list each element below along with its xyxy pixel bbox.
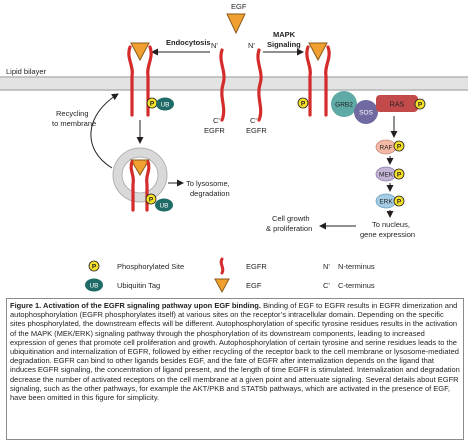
legend-ubiquitin-icon: UB bbox=[85, 278, 103, 292]
legend-egf-icon bbox=[214, 278, 230, 294]
erk-node: ERK bbox=[375, 193, 397, 209]
egfr-left-label: EGFR bbox=[204, 126, 225, 135]
lipid-bilayer-label: Lipid bilayer bbox=[6, 67, 47, 76]
legend-egfr-icon bbox=[219, 257, 225, 275]
lysosome-label-line2: degradation bbox=[190, 189, 230, 198]
egf-top-label: EGF bbox=[231, 2, 247, 11]
endosome-vesicle bbox=[112, 147, 168, 212]
lysosome-label-line1: To lysosome, bbox=[186, 179, 230, 188]
ras-node: RAS bbox=[376, 95, 418, 112]
mek-node: MEK bbox=[375, 166, 397, 182]
egf-endosome-icon bbox=[130, 159, 150, 176]
phosphorylated-site-marker: P bbox=[145, 193, 157, 205]
phosphorylated-site-marker: P bbox=[146, 97, 158, 109]
legend-phosphorylated-icon: P bbox=[88, 260, 100, 272]
legend-egfr-label: EGFR bbox=[246, 262, 267, 271]
svg-text:UB: UB bbox=[160, 102, 169, 109]
legend-egf-label: EGF bbox=[246, 281, 262, 290]
signaling-label: Signaling bbox=[267, 40, 301, 49]
c-terminus-right-label: C' bbox=[250, 116, 257, 125]
svg-text:P: P bbox=[397, 199, 402, 206]
egf-ligand-icon bbox=[226, 13, 246, 35]
egf-left-icon bbox=[130, 42, 150, 62]
ubiquitin-tag-marker: UB bbox=[156, 97, 174, 111]
svg-text:P: P bbox=[92, 264, 97, 271]
n-terminus-left-label: N' bbox=[211, 41, 218, 50]
mapk-label: MAPK bbox=[273, 30, 296, 39]
egfr-right-label: EGFR bbox=[246, 126, 267, 135]
growth-label-line1: Cell growth bbox=[272, 214, 310, 223]
diagram-svg: Lipid bilayer EGF Endocytosis MAPK Signa… bbox=[0, 2, 468, 294]
legend-n-text: N-terminus bbox=[338, 262, 375, 271]
svg-text:RAS: RAS bbox=[390, 102, 405, 109]
legend-c-symbol: C' bbox=[323, 281, 330, 290]
growth-label-line2: & proliferation bbox=[266, 224, 312, 233]
grb2-node: GRB2 bbox=[331, 91, 357, 117]
svg-text:UB: UB bbox=[89, 283, 98, 290]
nucleus-label-line2: gene expression bbox=[360, 230, 415, 239]
svg-text:RAF: RAF bbox=[380, 145, 393, 152]
svg-text:P: P bbox=[301, 101, 306, 108]
recycling-label-line2: to membrane bbox=[52, 119, 96, 128]
n-terminus-right-label: N' bbox=[248, 41, 255, 50]
egfr-dimer-left bbox=[127, 42, 153, 117]
ubiquitin-tag-marker: UB bbox=[155, 198, 173, 212]
phosphorylated-site-marker: P bbox=[393, 168, 405, 180]
svg-text:P: P bbox=[397, 144, 402, 151]
phosphorylated-site-marker: P bbox=[393, 140, 405, 152]
recycling-label-line1: Recycling bbox=[56, 109, 89, 118]
lipid-bilayer bbox=[0, 76, 468, 91]
nucleus-label-line1: To nucleus, bbox=[372, 220, 410, 229]
phosphorylated-site-marker: P bbox=[297, 97, 309, 109]
svg-text:P: P bbox=[397, 172, 402, 179]
svg-text:SOS: SOS bbox=[359, 110, 373, 117]
svg-text:UB: UB bbox=[159, 203, 168, 210]
legend-ubiquitin-label: Ubiquitin Tag bbox=[117, 281, 160, 290]
svg-text:MEK: MEK bbox=[379, 172, 394, 179]
phosphorylated-site-marker: P bbox=[414, 98, 426, 110]
svg-text:P: P bbox=[149, 197, 154, 204]
legend-c-text: C-terminus bbox=[338, 281, 375, 290]
c-terminus-left-label: C' bbox=[213, 116, 220, 125]
svg-text:ERK: ERK bbox=[379, 199, 393, 206]
endocytosis-label: Endocytosis bbox=[166, 38, 211, 47]
figure-caption: Figure 1. Activation of the EGFR signali… bbox=[6, 298, 464, 440]
svg-text:GRB2: GRB2 bbox=[335, 102, 353, 109]
egfr-pathway-diagram: Lipid bilayer EGF Endocytosis MAPK Signa… bbox=[0, 2, 468, 294]
legend-n-symbol: N' bbox=[323, 262, 330, 271]
caption-body: Binding of EGF to EGFR results in EGFR d… bbox=[10, 301, 460, 403]
egf-right-icon bbox=[308, 42, 328, 62]
legend-phosphorylated-label: Phosphorylated Site bbox=[117, 262, 184, 271]
raf-node: RAF bbox=[375, 139, 397, 155]
recycling-arrow bbox=[90, 93, 119, 169]
egfr-dimer-right bbox=[305, 42, 331, 117]
sos-node: SOS bbox=[354, 100, 378, 124]
svg-text:P: P bbox=[418, 102, 423, 109]
phosphorylated-site-marker: P bbox=[393, 195, 405, 207]
legend: P Phosphorylated Site UB Ubiquitin Tag E… bbox=[85, 257, 375, 294]
egfr-monomer-left bbox=[219, 48, 226, 122]
svg-text:P: P bbox=[150, 101, 155, 108]
egfr-monomer-right bbox=[256, 48, 263, 122]
caption-title: Figure 1. Activation of the EGFR signali… bbox=[10, 301, 261, 310]
